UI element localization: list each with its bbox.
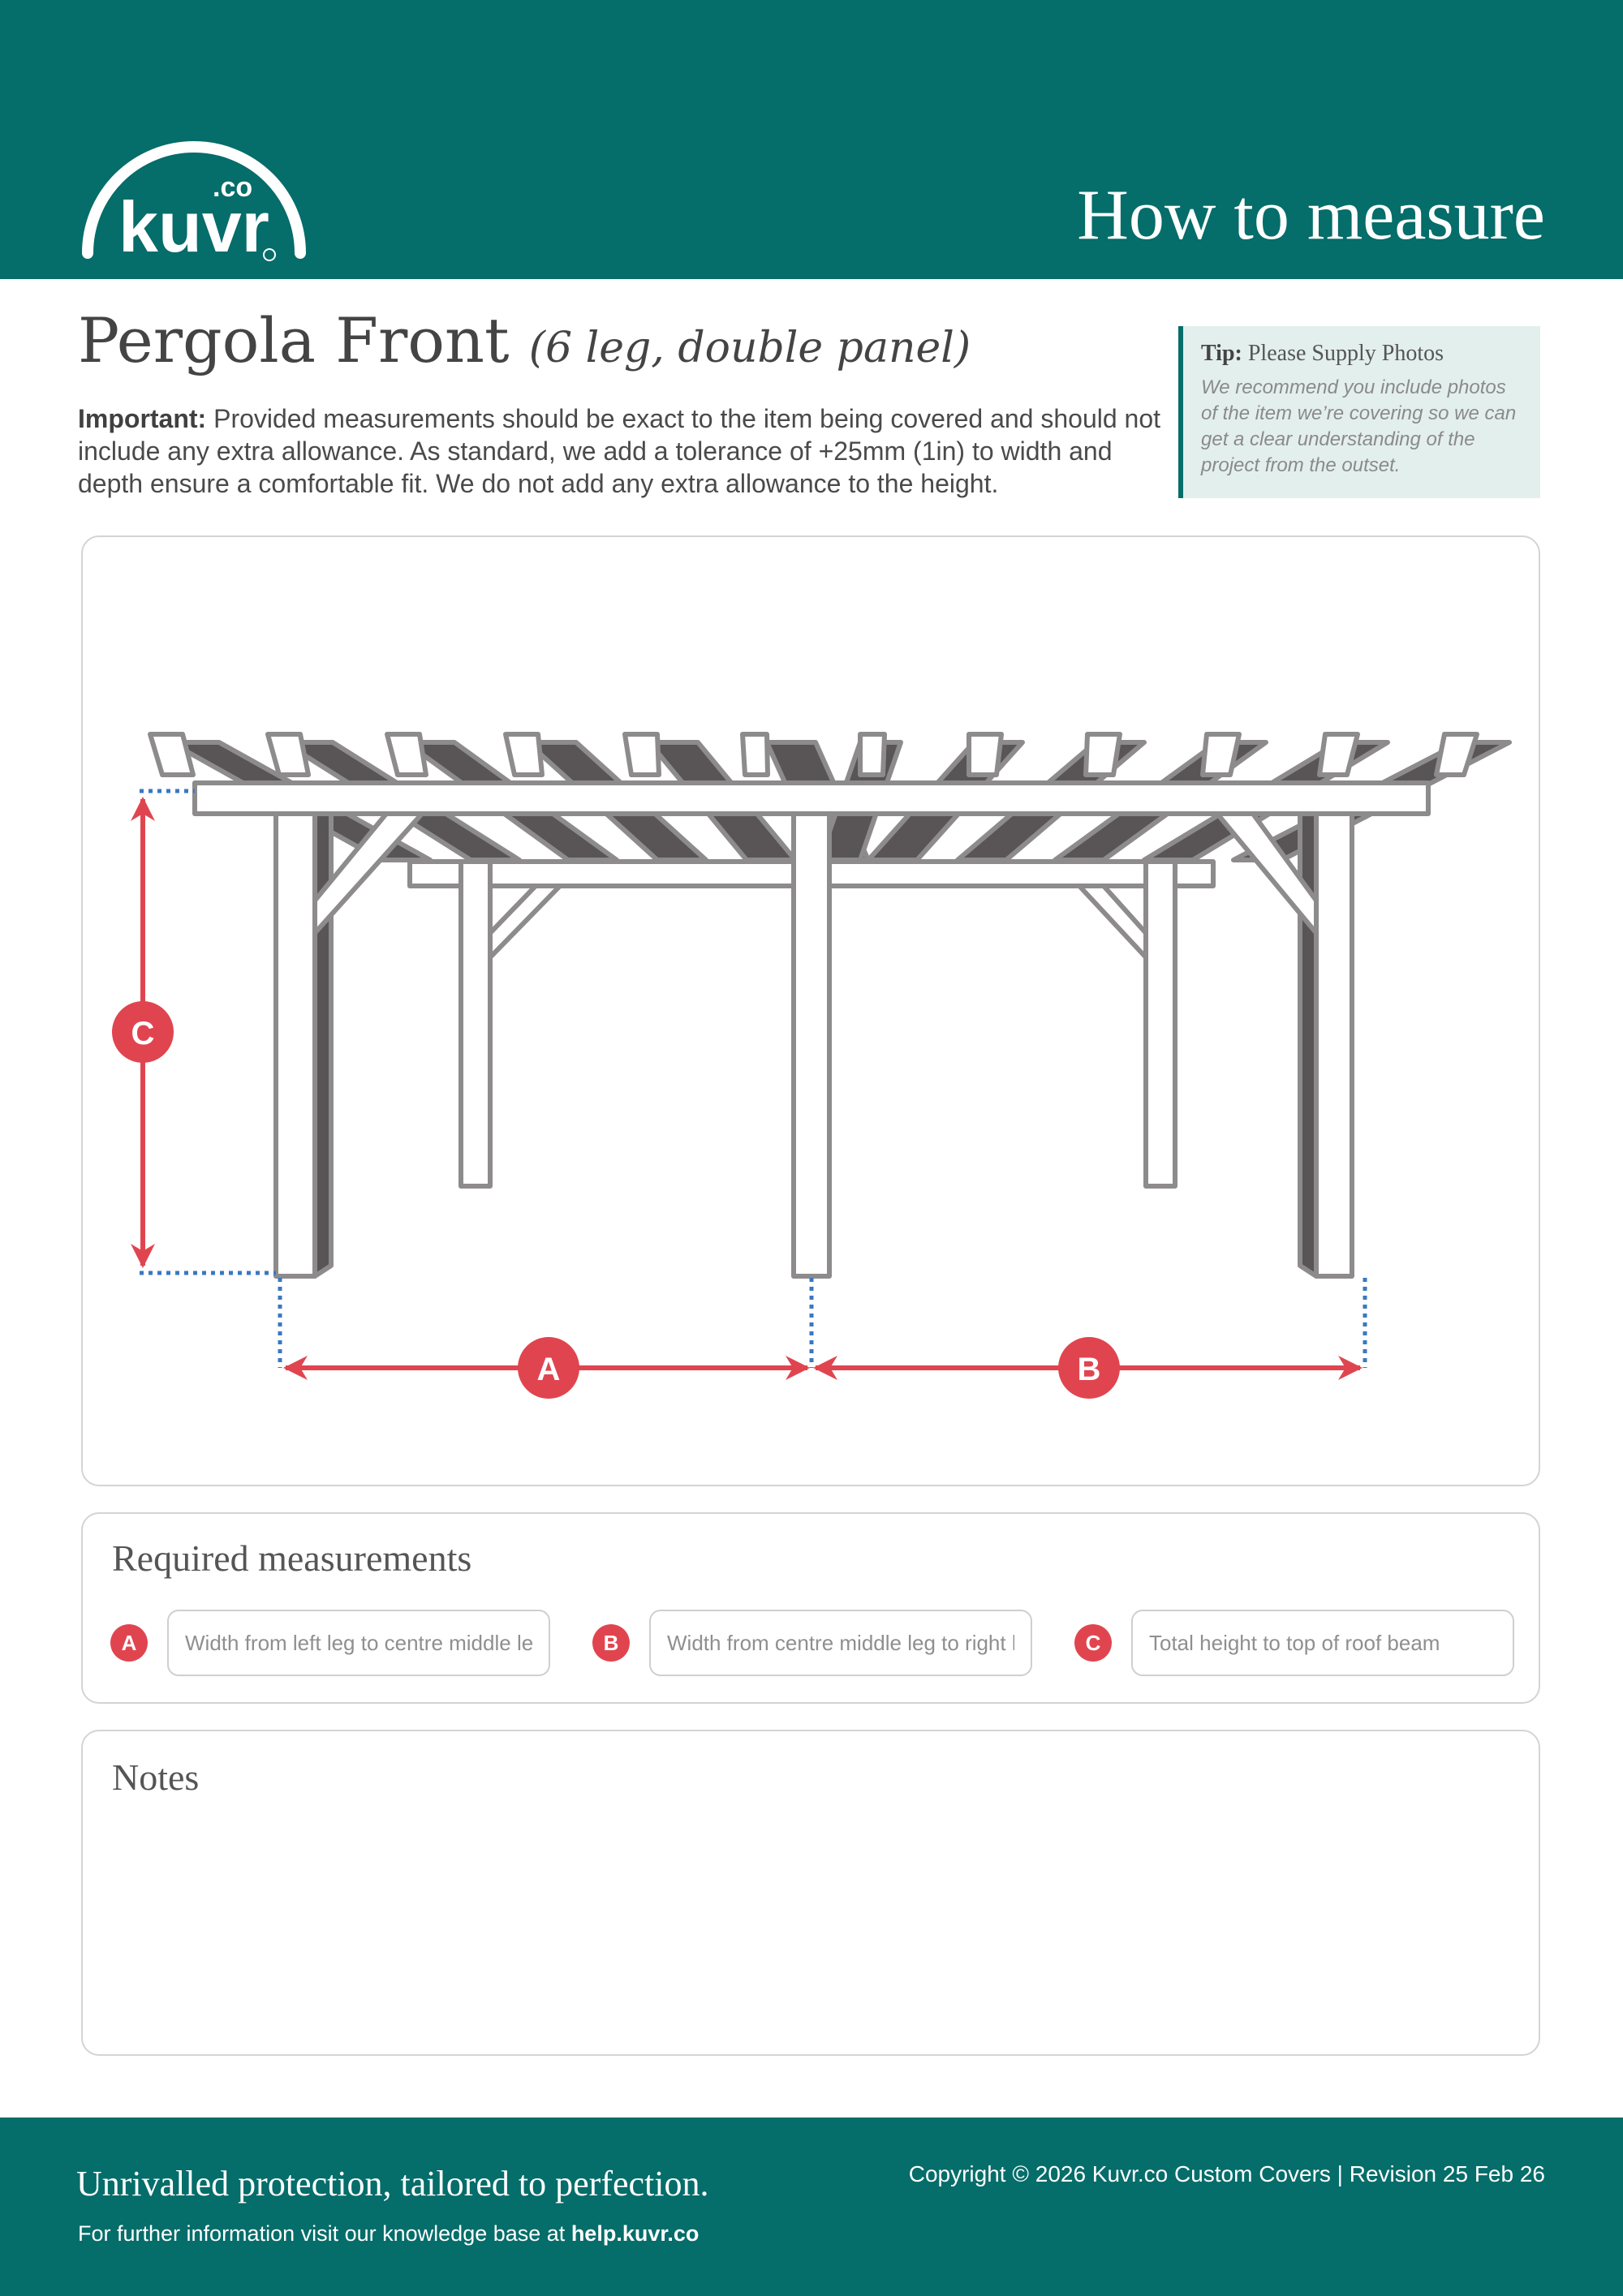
page-title-main: Pergola Front: [78, 304, 510, 376]
tip-heading: Please Supply Photos: [1247, 341, 1444, 366]
knowledge-base-link[interactable]: help.kuvr.co: [570, 2221, 700, 2246]
measurement-a-badge: A: [110, 1624, 148, 1662]
logo-wordmark: kuvr: [118, 187, 269, 267]
back-left-leg: [458, 859, 493, 1189]
rafter-tips: [148, 732, 1479, 777]
page-title: Pergola Front (6 leg, double panel): [78, 307, 971, 375]
footer-tagline: Unrivalled protection, tailored to perfe…: [76, 2164, 709, 2204]
notes-textarea[interactable]: [112, 1821, 1511, 2040]
knowledge-base-line: For further information visit our knowle…: [78, 2221, 699, 2247]
important-label: Important:: [78, 404, 207, 433]
knowledge-base-text: For further information visit our knowle…: [78, 2221, 566, 2246]
registered-mark-icon: [263, 248, 276, 261]
tip-body: We recommend you include photos of the i…: [1201, 376, 1517, 476]
copyright-text: Copyright © 2026 Kuvr.co Custom Covers |…: [908, 2161, 1545, 2186]
marker-a: A: [518, 1337, 579, 1399]
required-measurements-panel: Required measurements A B C: [81, 1512, 1540, 1704]
important-notice: Important: Provided measurements should …: [78, 402, 1165, 500]
logo-tld: .co: [213, 172, 252, 203]
front-top-beam: [192, 780, 1431, 816]
back-right-leg: [1143, 859, 1177, 1189]
measurement-a-input[interactable]: [167, 1610, 550, 1676]
front-legs: [273, 811, 1354, 1279]
important-text: Provided measurements should be exact to…: [78, 404, 1161, 498]
pergola-illustration: [148, 732, 1512, 1279]
tip-box: Tip: Please Supply Photos We recommend y…: [1178, 326, 1540, 498]
back-left-brace: [488, 884, 562, 960]
page-subtitle: (6 leg, double panel): [528, 324, 971, 372]
page-footer: Unrivalled protection, tailored to perfe…: [0, 2118, 1623, 2296]
measurement-c-input[interactable]: [1131, 1610, 1514, 1676]
notes-panel: Notes: [81, 1730, 1540, 2056]
guide-lines: [140, 789, 1367, 1368]
marker-b-label: B: [1078, 1352, 1101, 1387]
page-header: kuvr .co How to measure: [0, 0, 1623, 279]
diagram-panel: [81, 535, 1540, 1486]
measurement-b-input[interactable]: [649, 1610, 1032, 1676]
marker-c-label: C: [131, 1016, 155, 1051]
measurement-c-badge: C: [1074, 1624, 1112, 1662]
marker-a-label: A: [537, 1352, 561, 1387]
tip-title: Tip: Please Supply Photos: [1201, 341, 1522, 367]
measurement-b-badge: B: [592, 1624, 630, 1662]
tip-label: Tip:: [1201, 341, 1242, 366]
marker-c: C: [112, 1001, 174, 1063]
header-title: How to measure: [1077, 176, 1545, 255]
back-right-brace: [1077, 884, 1148, 960]
required-measurements-heading: Required measurements: [112, 1537, 472, 1579]
front-left-brace: [312, 811, 424, 935]
front-right-brace: [1215, 811, 1319, 935]
kuvr-logo[interactable]: kuvr .co: [78, 131, 310, 269]
notes-heading: Notes: [112, 1756, 200, 1798]
marker-b: B: [1058, 1337, 1120, 1399]
